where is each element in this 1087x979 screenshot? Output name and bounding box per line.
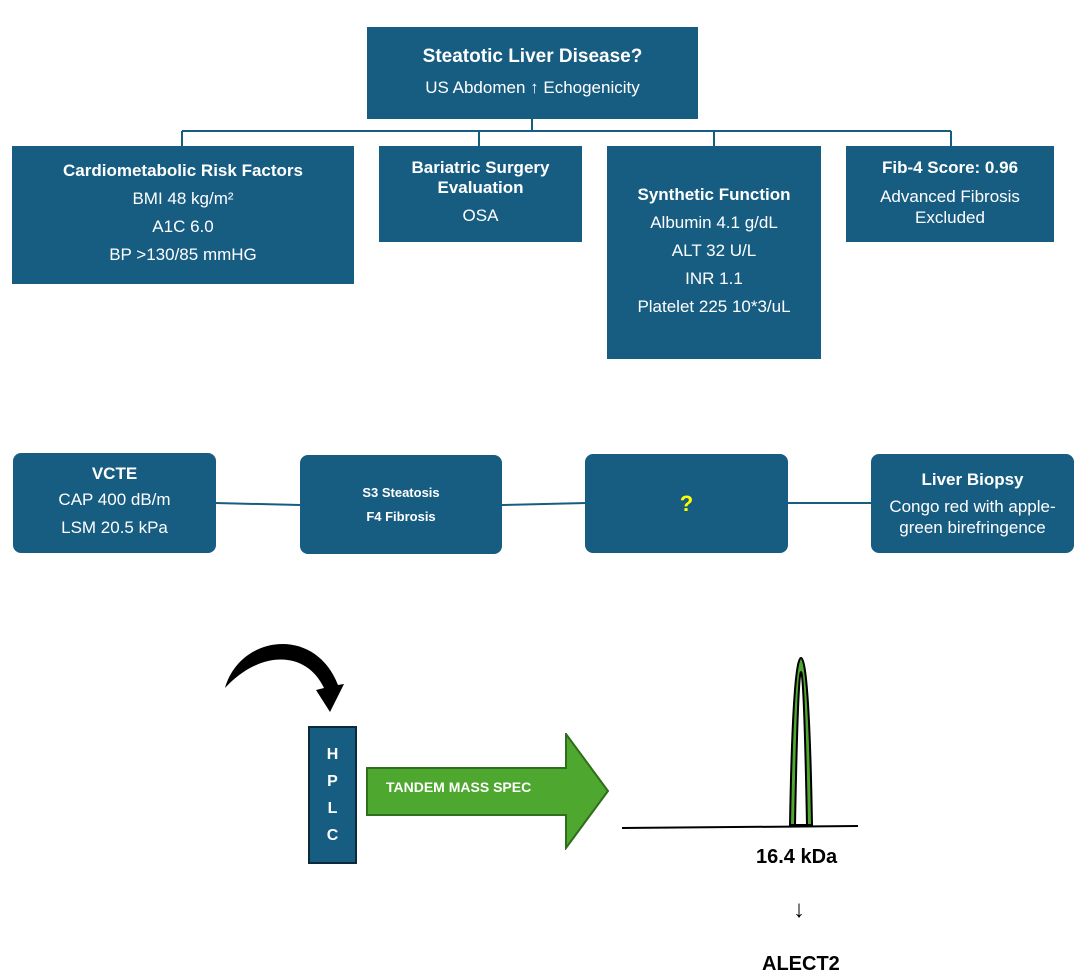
synthetic-alt: ALT 32 U/L [671,240,757,260]
top-subtitle: US Abdomen ↑ Echogenicity [425,78,640,97]
cardio-bmi: BMI 48 kg/m² [132,189,234,208]
biopsy-line: Congo red with apple-green birefringence [889,496,1056,537]
tandem-mass-spec-arrow [366,733,610,850]
synthetic-platelet: Platelet 225 10*3/uL [637,296,791,316]
hplc-letter-p: P [327,773,338,790]
mass-spec-peak [621,656,859,829]
mass-label: 16.4 kDa [756,846,838,868]
synthetic-title: Synthetic Function [637,184,791,204]
liver-biopsy-box: Liver Biopsy Congo red with apple-green … [871,454,1074,553]
unknown-diagnosis-box: ? [585,454,788,553]
bariatric-line: OSA [462,206,499,225]
fib4-line: Advanced Fibrosis Excluded [880,187,1020,227]
bariatric-surgery-box: Bariatric Surgery Evaluation OSA [379,146,582,242]
hplc-letter-h: H [326,746,339,763]
staging-box: S3 Steatosis F4 Fibrosis [300,455,502,554]
tandem-mass-spec-label: TANDEM MASS SPEC [386,779,532,795]
staging-fibrosis: F4 Fibrosis [366,508,436,524]
fib4-title: Fib-4 Score: 0.96 [881,158,1019,177]
fib4-score-box: Fib-4 Score: 0.96 Advanced Fibrosis Excl… [846,146,1054,242]
synthetic-albumin: Albumin 4.1 g/dL [650,212,778,232]
curved-arrow-icon [225,643,344,712]
steatotic-liver-disease-box: Steatotic Liver Disease? US Abdomen ↑ Ec… [367,27,698,119]
cardio-a1c: A1C 6.0 [152,217,214,236]
synthetic-inr: INR 1.1 [685,268,743,288]
vcte-lsm: LSM 20.5 kPa [61,518,168,537]
synthetic-function-box: Synthetic Function Albumin 4.1 g/dL ALT … [607,146,821,359]
vcte-cap: CAP 400 dB/m [58,490,171,509]
cardiometabolic-risk-box: Cardiometabolic Risk Factors BMI 48 kg/m… [12,146,354,284]
hplc-letter-l: L [327,800,338,817]
down-arrow-icon: ↓ [793,896,805,923]
staging-steatosis: S3 Steatosis [362,484,440,500]
hplc-column: H P L C [308,726,357,864]
vcte-box: VCTE CAP 400 dB/m LSM 20.5 kPa [13,453,216,553]
hplc-letter-c: C [326,827,339,844]
question-mark: ? [679,490,694,516]
top-title: Steatotic Liver Disease? [422,46,643,67]
result-label: ALECT2 [762,953,840,975]
bariatric-title: Bariatric Surgery Evaluation [411,158,550,197]
cardio-bp: BP >130/85 mmHG [109,245,257,264]
cardio-title: Cardiometabolic Risk Factors [63,161,303,180]
vcte-title: VCTE [91,464,138,483]
biopsy-title: Liver Biopsy [921,469,1024,489]
